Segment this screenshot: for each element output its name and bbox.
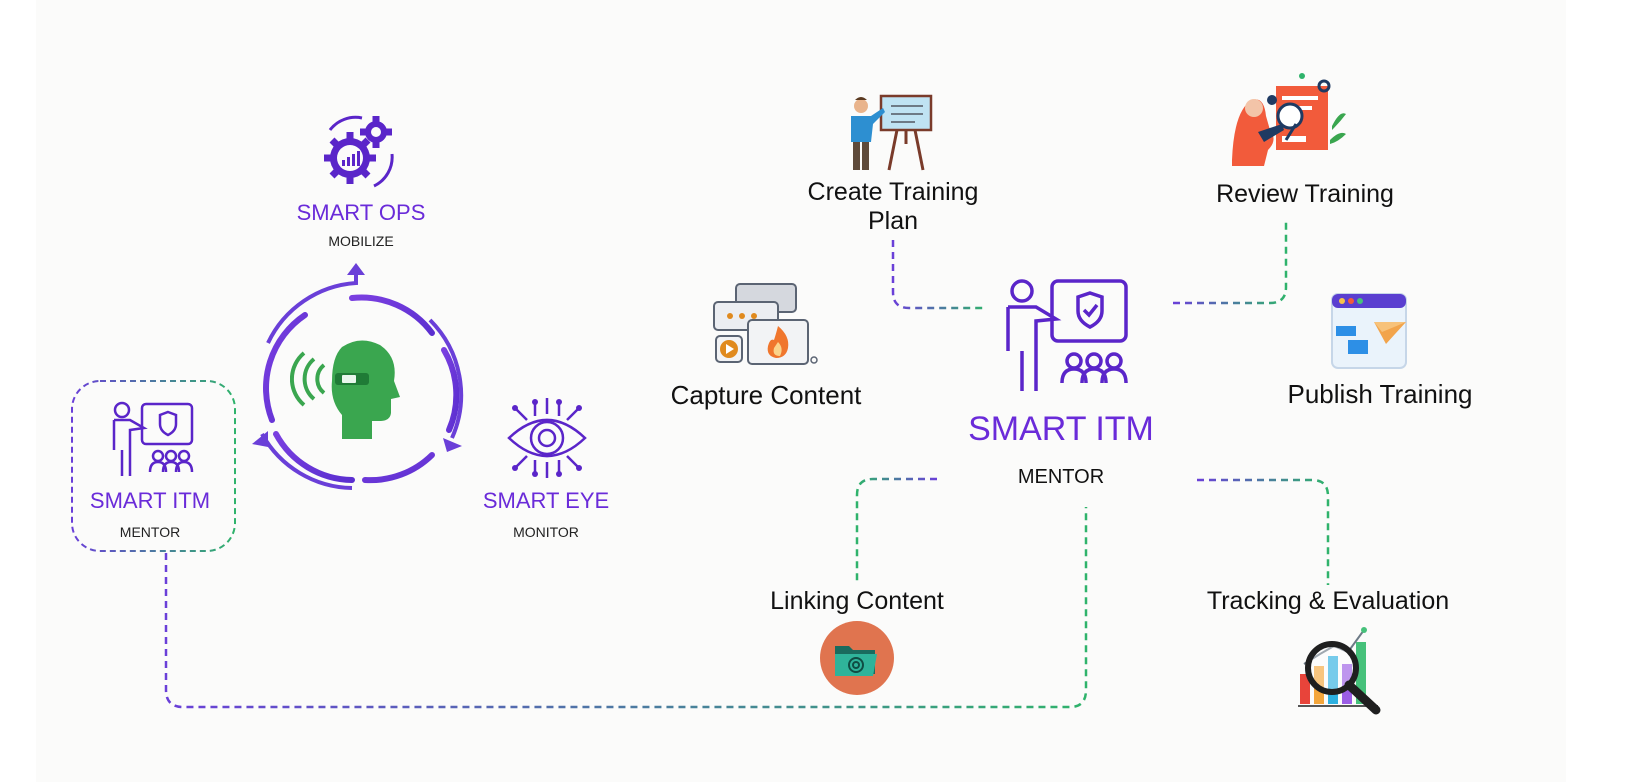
ops-arrowhead-icon	[347, 263, 365, 275]
review-connector	[1173, 222, 1288, 305]
review-label: Review Training	[1216, 180, 1394, 208]
chat-video-icon	[713, 283, 818, 365]
itm-arrowhead-icon	[252, 431, 268, 447]
ops-arrow-arc	[266, 272, 358, 344]
left-itm-title: SMART ITM	[89, 488, 211, 513]
eye-arrow-arc	[428, 318, 464, 439]
magnifier-chart-icon	[1298, 627, 1381, 715]
create-plan-label: Create Training Plan	[807, 178, 979, 235]
cycle-ring-icon	[263, 294, 460, 484]
itm-arrow-arc	[260, 433, 353, 490]
hub-subtitle: MENTOR	[1017, 466, 1105, 488]
capture-label: Capture Content	[670, 380, 862, 410]
tracking-label: Tracking & Evaluation	[1206, 587, 1450, 615]
hub-mentor-icon	[1006, 279, 1128, 391]
hub-title: SMART ITM	[968, 410, 1154, 448]
bottom-connector	[164, 507, 1088, 709]
left-itm-card-border	[71, 380, 236, 552]
linking-connector	[855, 477, 937, 585]
linking-label: Linking Content	[770, 587, 944, 615]
web-publish-icon	[1331, 293, 1407, 369]
smart-eye-subtitle: MONITOR	[513, 524, 579, 540]
linked-folder-icon	[820, 621, 894, 695]
smart-ops-subtitle: MOBILIZE	[328, 233, 394, 249]
gears-chart-icon	[324, 115, 394, 188]
tracking-connector	[1197, 478, 1330, 585]
eye-arrowhead-icon	[443, 438, 462, 452]
smart-eye-title: SMART EYE	[482, 488, 610, 513]
publish-label: Publish Training	[1287, 379, 1473, 409]
smart-ops-title: SMART OPS	[296, 200, 426, 225]
create-plan-connector	[891, 240, 987, 310]
circuit-eye-icon	[507, 398, 587, 478]
left-itm-subtitle: MENTOR	[119, 524, 181, 540]
review-document-icon	[1232, 73, 1346, 166]
smart-glasses-head-icon	[290, 340, 400, 439]
mentor-presentation-icon	[112, 401, 194, 476]
presenter-board-icon	[851, 94, 933, 171]
